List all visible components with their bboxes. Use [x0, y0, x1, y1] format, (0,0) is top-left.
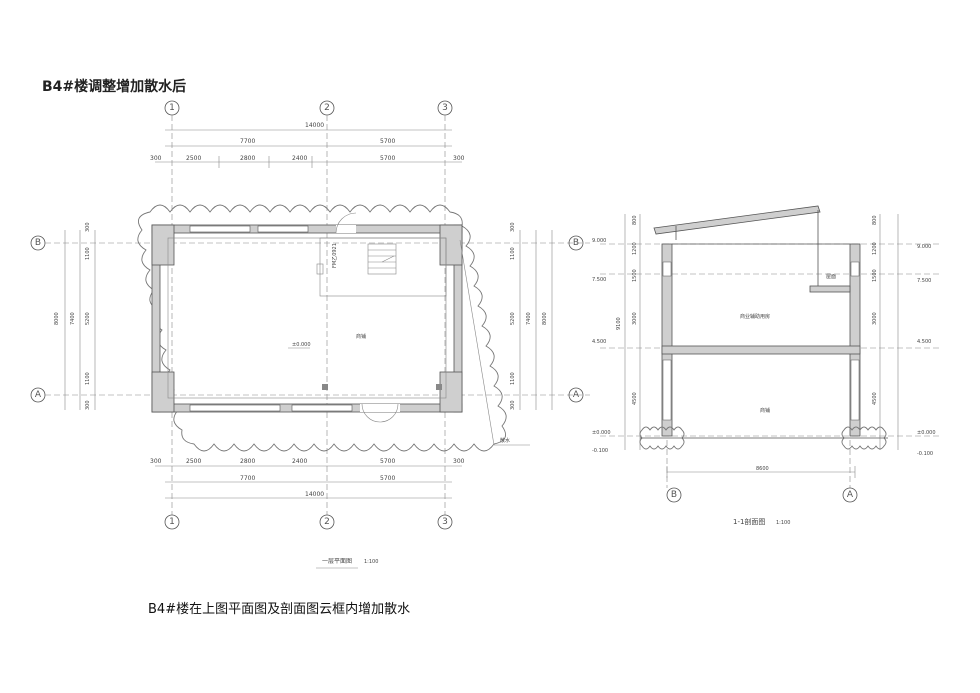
dim-left-v5: 300 [85, 400, 91, 410]
section-axis-bubble-b [666, 487, 682, 503]
axis-bubble-2-bottom [319, 514, 335, 530]
roof-slab [653, 205, 821, 235]
level-right-4500: 4.500 [917, 339, 931, 345]
section-dim-left-5: 4500 [632, 392, 638, 405]
section-dim-width: 8600 [756, 466, 769, 472]
axis-bubble-b-right [568, 235, 584, 251]
section-dim-right-5: 4500 [872, 392, 878, 405]
axis-label-3-top: 3 [442, 103, 448, 113]
dim-right-v3: 5200 [510, 312, 516, 325]
dim-offset-tr: 300 [453, 155, 465, 162]
axis-label-a-left: A [35, 390, 42, 400]
section-dim-left-2: 1200 [632, 242, 638, 255]
revision-cloud-section-right [841, 426, 887, 450]
section-scale: 1:100 [776, 520, 790, 526]
section-roof-label: 屋面 [826, 274, 836, 280]
door-label: FM乙0921 [331, 243, 338, 268]
level-left-7500: 7.500 [592, 277, 606, 283]
level-left-4500: 4.500 [592, 339, 606, 345]
dim-bot-detail-2: 2800 [240, 458, 255, 465]
dim-left-v1: 300 [85, 222, 91, 232]
room-label-shop: 商铺 [356, 333, 366, 340]
section-dim-right-4: 3000 [872, 312, 878, 325]
section-dim-left-3: 1500 [632, 269, 638, 282]
dim-top-detail-1: 2500 [186, 155, 201, 162]
section-drawing: 9.000 7.500 4.500 ±0.000 -0.100 9.000 7.… [592, 205, 940, 526]
section-room-upper: 商业辅助用房 [740, 313, 770, 320]
dim-right-v5: 300 [510, 400, 516, 410]
dim-left-v2: 1100 [85, 247, 91, 260]
dim-left-v4: 1100 [85, 372, 91, 385]
dim-left-outer-1: 8000 [54, 312, 60, 325]
dim-bot-detail-1: 2500 [186, 458, 201, 465]
section-dim-right-2: 1200 [872, 242, 878, 255]
level-left-neg100: -0.100 [592, 448, 608, 454]
dim-top-seg-2: 5700 [380, 138, 395, 145]
dim-offset-tl: 300 [150, 155, 162, 162]
dim-left-v3: 5200 [85, 312, 91, 325]
level-left-9000: 9.000 [592, 238, 606, 244]
axis-label-1-top: 1 [169, 103, 175, 113]
axis-label-b-right: B [573, 238, 579, 248]
dim-top-detail-3: 2400 [292, 155, 307, 162]
axis-label-2-top: 2 [324, 103, 330, 113]
level-right-0000: ±0.000 [917, 430, 936, 436]
dim-bot-detail-4: 5700 [380, 458, 395, 465]
level-left-0000: ±0.000 [592, 430, 611, 436]
page-title: B4#楼调整增加散水后 [42, 79, 187, 95]
axis-label-3-bottom: 3 [442, 517, 448, 527]
dim-bot-detail-3: 2400 [292, 458, 307, 465]
dim-top-seg-1: 7700 [240, 138, 255, 145]
dim-right-v1: 300 [510, 222, 516, 232]
section-dim-right-3: 1500 [872, 269, 878, 282]
dim-top-detail-2: 2800 [240, 155, 255, 162]
section-room-lower: 商铺 [760, 407, 770, 414]
dim-right-outer-1: 8000 [542, 312, 548, 325]
axis-bubble-1-bottom [164, 514, 180, 530]
axis-bubble-3-bottom [437, 514, 453, 530]
section-dim-left-4: 3000 [632, 312, 638, 325]
axis-bubble-a-right [568, 387, 584, 403]
caption: B4#楼在上图平面图及剖面图云框内增加散水 [148, 602, 411, 617]
section-axis-bubble-a [842, 487, 858, 503]
dim-total-top: 14000 [305, 122, 324, 129]
section-dim-left-1: 800 [632, 215, 638, 225]
section-dim-left-total: 9100 [616, 317, 622, 330]
axis-label-a-right: A [573, 390, 580, 400]
dim-right-v2: 1100 [510, 247, 516, 260]
level-right-9000: 9.000 [917, 244, 931, 250]
section-dim-right-1: 800 [872, 215, 878, 225]
axis-label-b-left: B [35, 238, 41, 248]
section-title: 1-1剖面图 [733, 517, 765, 526]
plan-title: 一层平面图 [322, 558, 352, 565]
dim-right-v4: 1100 [510, 372, 516, 385]
level-right-neg100: -0.100 [917, 451, 933, 457]
axis-label-2-bottom: 2 [324, 517, 330, 527]
dim-left-outer-2: 7400 [70, 312, 76, 325]
callout-drainage: 散水 [500, 437, 510, 444]
dim-top-detail-4: 5700 [380, 155, 395, 162]
plan-elevation: ±0.000 [292, 342, 311, 348]
dim-right-outer-2: 7400 [526, 312, 532, 325]
dim-offset-bl: 300 [150, 458, 162, 465]
dim-total-bottom: 14000 [305, 491, 324, 498]
section-axis-label-a: A [847, 490, 854, 500]
plan-scale: 1:100 [364, 559, 378, 565]
floor-plan: 1 2 3 14000 7700 5700 300 2500 2800 2400… [30, 100, 590, 569]
dim-bot-seg-2: 5700 [380, 475, 395, 482]
axis-label-1-bottom: 1 [169, 517, 175, 527]
revision-cloud-section-left [639, 426, 685, 450]
dim-bot-seg-1: 7700 [240, 475, 255, 482]
section-axis-label-b: B [671, 490, 677, 500]
dim-offset-br: 300 [453, 458, 465, 465]
level-right-7500: 7.500 [917, 278, 931, 284]
